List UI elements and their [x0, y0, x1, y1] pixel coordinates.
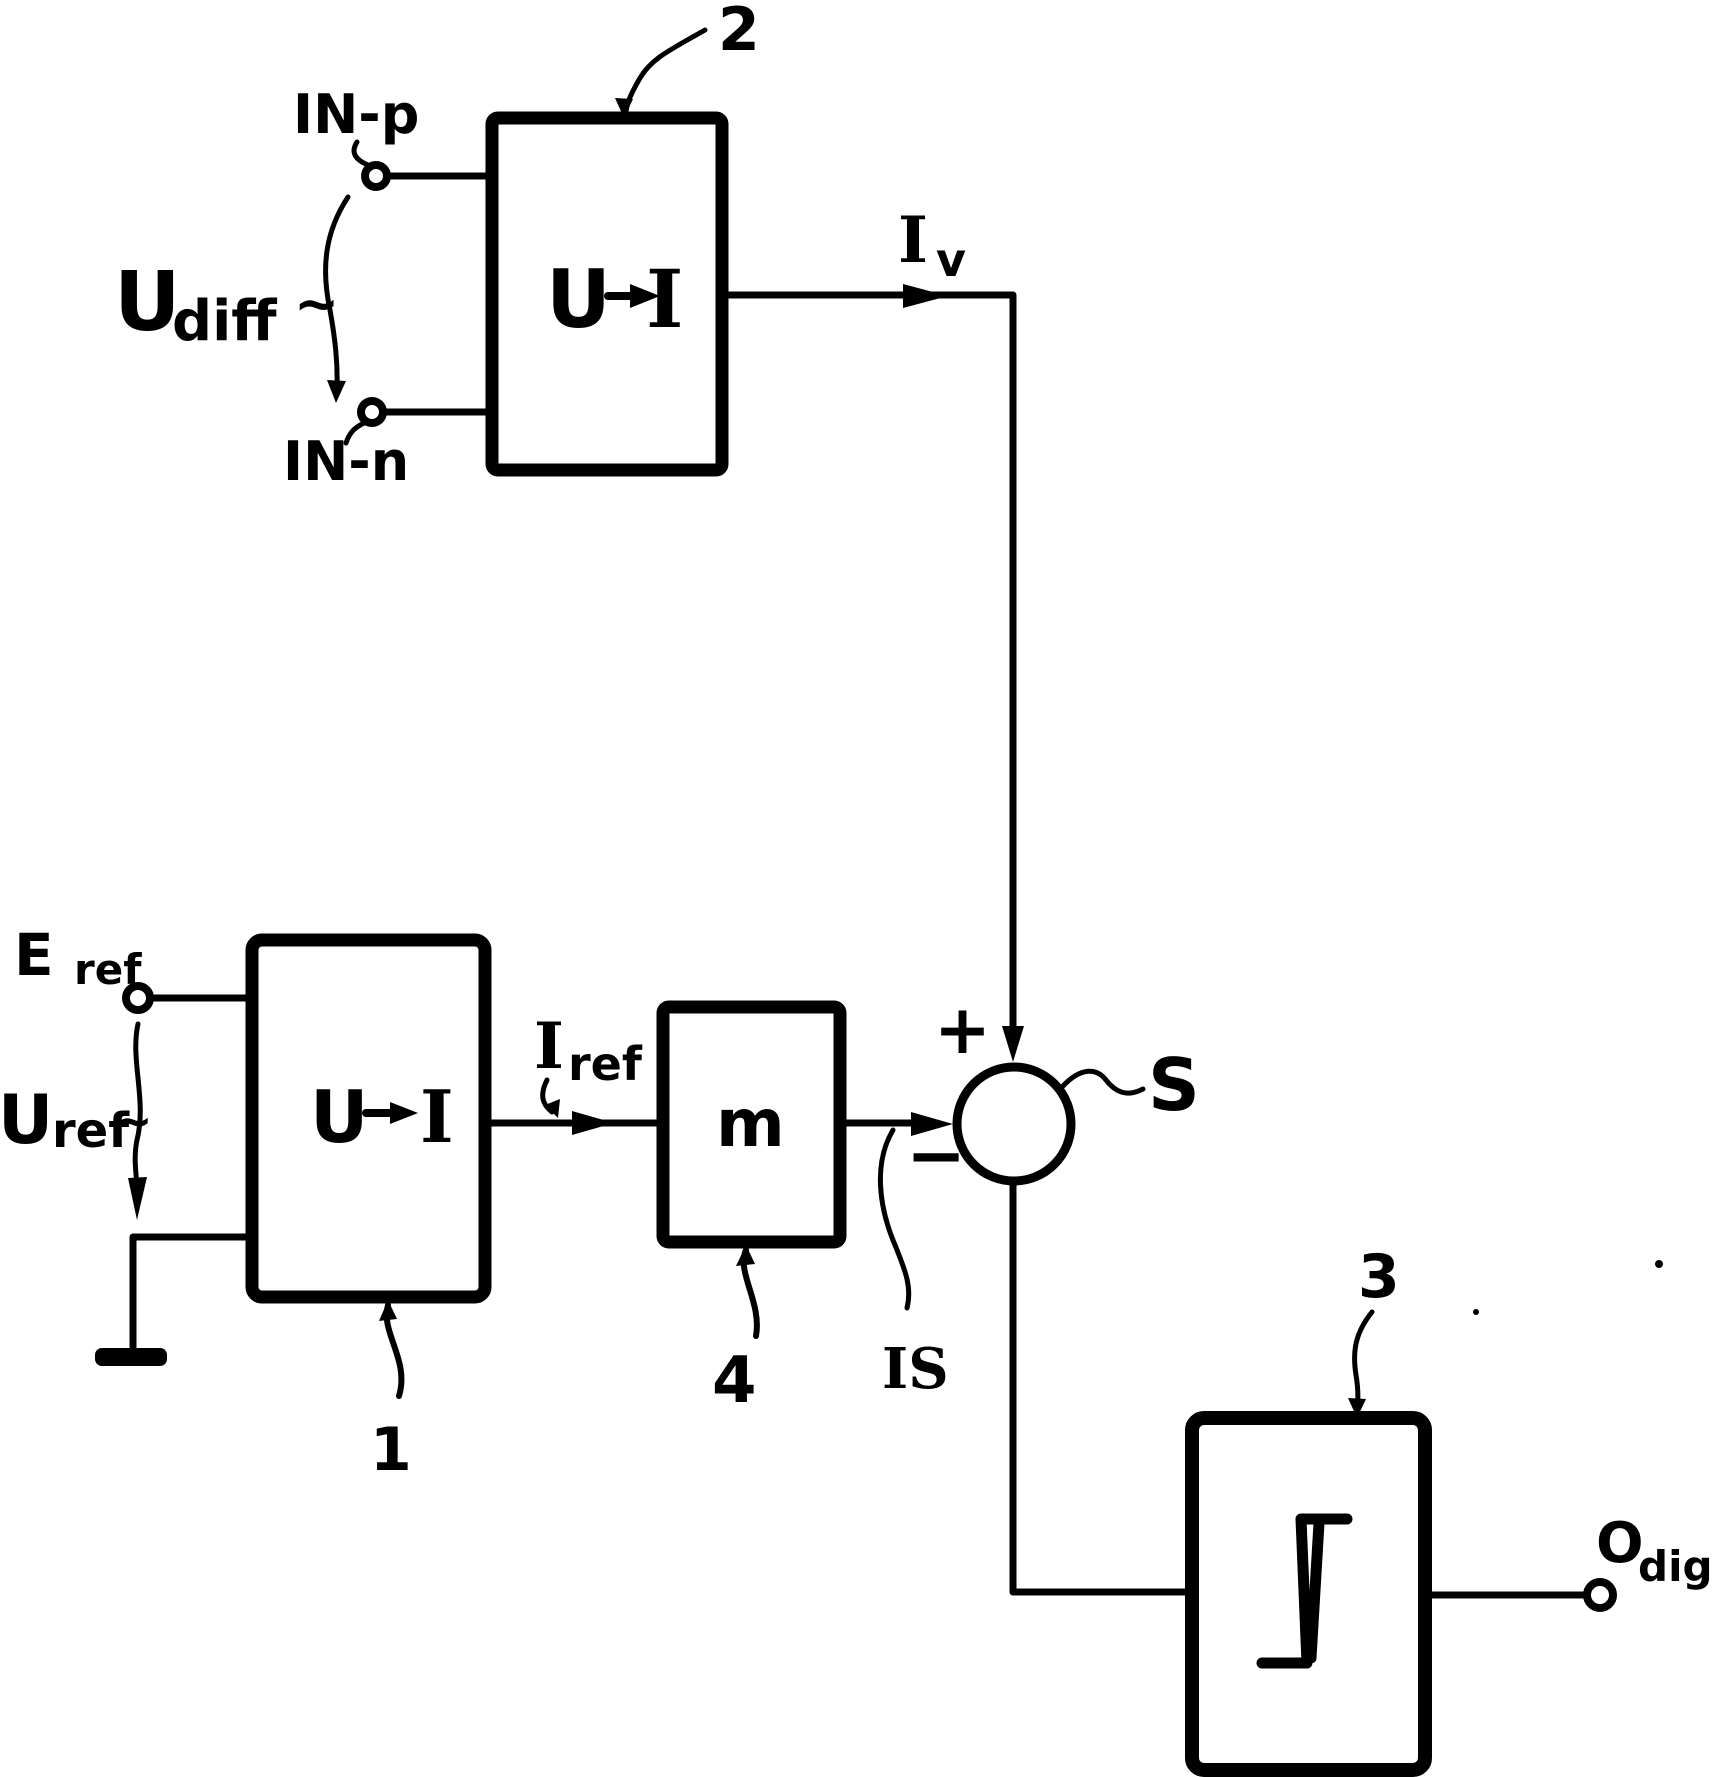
arrowhead-into-sum-left [911, 1112, 953, 1136]
bottom-converter-u: U [310, 1075, 368, 1159]
sum-plus-sign: + [934, 991, 991, 1070]
leader-in-n [343, 420, 367, 446]
hysteresis-icon [1256, 1513, 1353, 1669]
summing-node-circle [952, 1062, 1076, 1186]
ref-number-2: 2 [718, 0, 760, 65]
ground-icon [95, 1348, 167, 1366]
leader-ref2-arrow [615, 98, 633, 118]
i-ref-sub: ref [568, 1037, 643, 1091]
bottom-converter-i: I [420, 1074, 454, 1159]
i-v-sub: v [936, 233, 966, 287]
terminal-e-ref [122, 982, 154, 1014]
u-ref-sub: ref [52, 1103, 130, 1159]
ref-number-4: 4 [712, 1344, 757, 1418]
ink-speck [1473, 1309, 1479, 1315]
ink-speck [1655, 1260, 1663, 1268]
top-converter-i: I [646, 252, 683, 346]
i-s-label: IS [882, 1336, 949, 1402]
o-dig-label: O [1596, 1511, 1644, 1576]
in-n-label: IN-n [283, 430, 409, 493]
leader-s [1060, 1068, 1146, 1096]
i-v-label: I [898, 203, 928, 278]
leader-ref2 [623, 27, 708, 115]
right-arrow-icon [362, 1102, 418, 1124]
arrowhead-into-sum-top [1002, 1026, 1024, 1062]
u-diff-arc-arrow [327, 380, 346, 403]
e-ref-label: E [14, 921, 54, 989]
leader-ref3-arrow [1348, 1398, 1366, 1418]
top-converter-u: U [546, 253, 611, 346]
leader-ref3 [1352, 1309, 1375, 1416]
wire-sum-to-comparator [1009, 1181, 1196, 1596]
right-arrow-icon [604, 284, 660, 308]
u-diff-tilde: ~ [294, 272, 339, 335]
in-p-label: IN-p [293, 83, 419, 146]
terminal-in-p [361, 161, 391, 191]
bottom-converter-box [245, 933, 492, 1304]
u-ref-tilde: ~ [114, 1094, 153, 1148]
u-ref-label: U [0, 1081, 53, 1160]
o-dig-sub: dig [1638, 1542, 1713, 1591]
terminal-in-n [357, 397, 387, 427]
u-diff-label: U [114, 255, 181, 350]
arrowhead-i-ref [572, 1111, 614, 1135]
leader-ref4-arrow [736, 1245, 755, 1266]
arrowhead-i-v-mid [903, 284, 948, 308]
mirror-box [656, 1000, 847, 1249]
u-ref-arrow-head [128, 1177, 147, 1220]
wire-ground [129, 1233, 256, 1352]
leader-i-ref [540, 1077, 555, 1115]
leader-i-ref-arrow [545, 1099, 560, 1118]
leader-is [878, 1127, 912, 1311]
mirror-label: m [716, 1085, 785, 1162]
terminal-o-dig [1583, 1578, 1617, 1612]
i-ref-label: I [534, 1009, 564, 1084]
ref-number-1: 1 [370, 1415, 412, 1485]
ref-number-3: 3 [1358, 1242, 1400, 1312]
sum-minus-sign: − [906, 1113, 966, 1197]
u-diff-arc [323, 194, 351, 395]
wire-i-v [718, 291, 1017, 1034]
summing-node-label: S [1148, 1043, 1200, 1127]
leader-in-p [351, 139, 371, 168]
leader-ref1-arrow [379, 1300, 397, 1321]
u-diff-sub: diff [172, 289, 277, 354]
e-ref-sub: ref [74, 945, 142, 994]
